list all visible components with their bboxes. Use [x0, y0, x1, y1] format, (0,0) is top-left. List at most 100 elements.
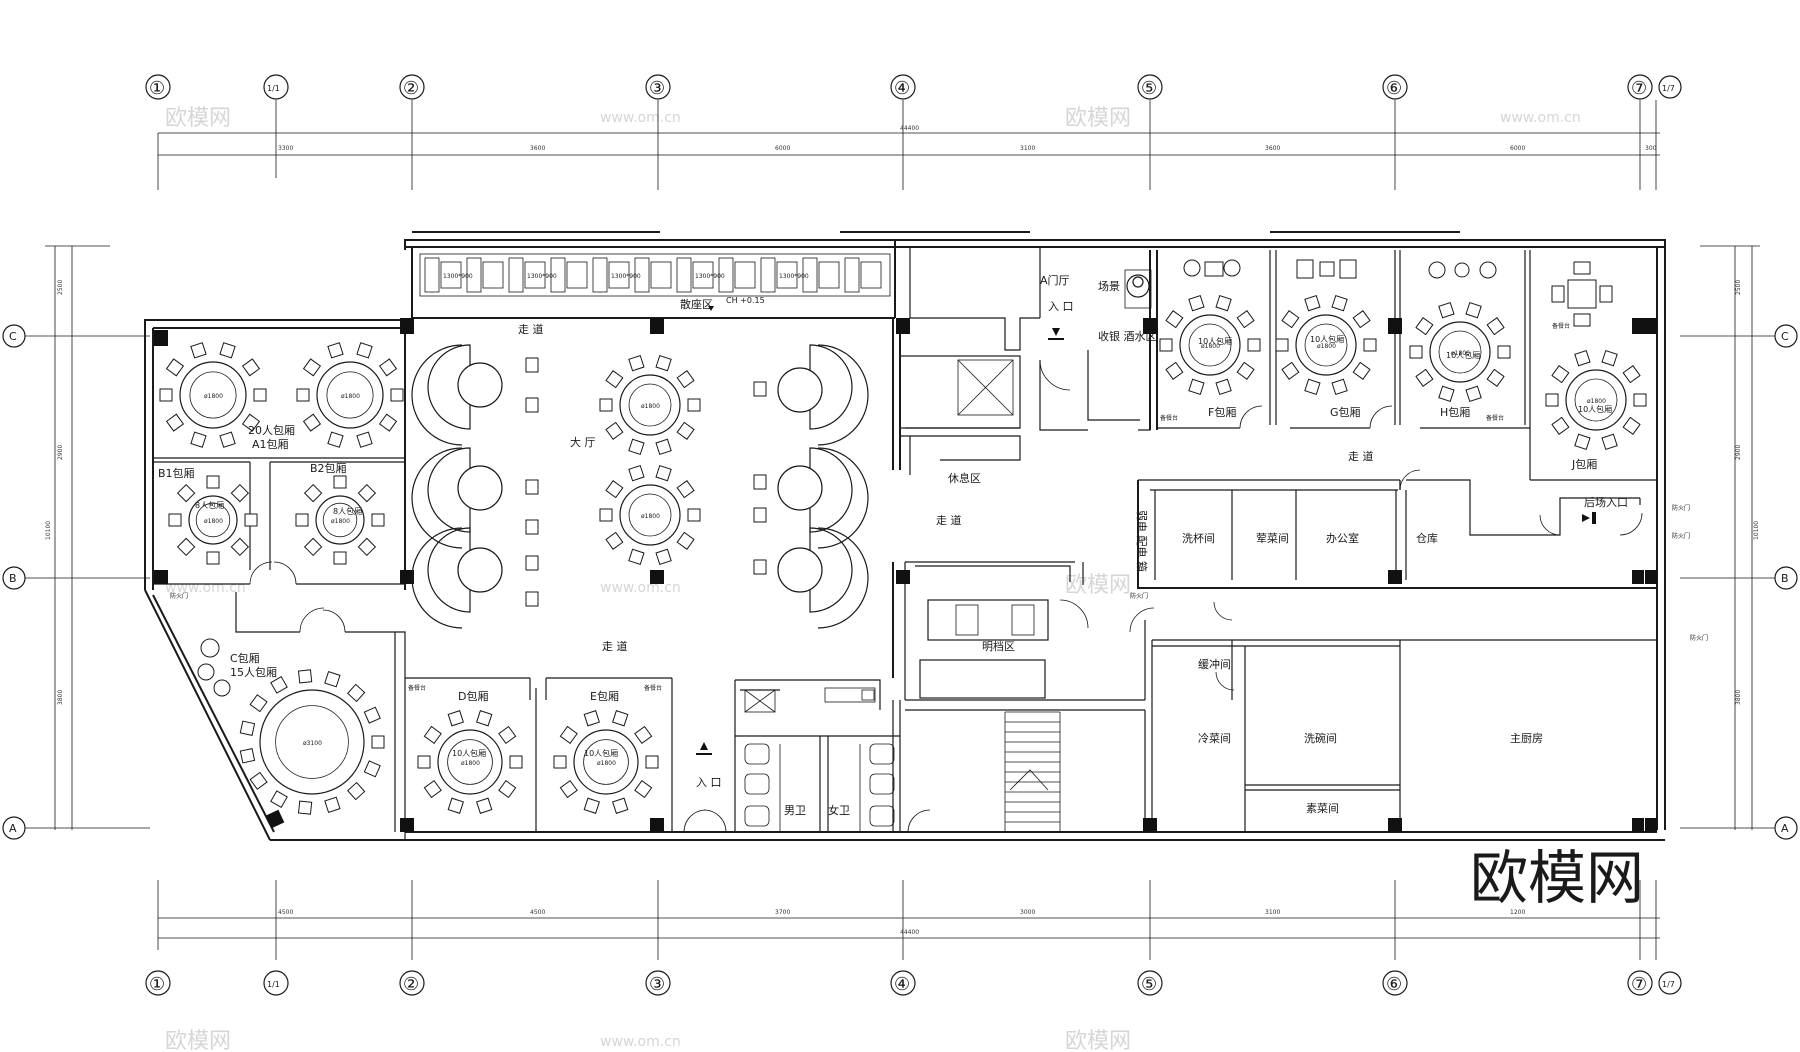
chair — [628, 464, 645, 482]
chair — [270, 790, 288, 809]
meat-room-label: 荤菜间 — [1256, 532, 1289, 545]
lazy-susan — [275, 705, 349, 779]
chair — [628, 438, 645, 456]
left-dimension-lines: 2500 2900 3800 10100 — [25, 245, 150, 830]
chair — [605, 531, 624, 550]
chair — [1165, 361, 1184, 380]
chair — [1409, 345, 1423, 359]
chair — [1363, 338, 1377, 352]
dim-bottom-span: 1200 — [1510, 909, 1525, 916]
store-label: 仓库 — [1416, 531, 1438, 545]
room-b2-capacity: 8人包厢 — [333, 506, 362, 516]
dim-bottom-total: 44400 — [900, 929, 919, 936]
chair — [676, 531, 695, 550]
lazy-susan — [583, 739, 629, 785]
chair — [476, 710, 493, 727]
dim-left-total: 10100 — [45, 521, 52, 540]
chair — [165, 413, 185, 432]
chair — [1574, 433, 1591, 451]
round-table: ø1800 — [599, 464, 701, 566]
chair — [655, 464, 672, 482]
buffer-room-label: 缓冲间 — [1198, 657, 1231, 671]
stair-direction — [1009, 769, 1049, 791]
dim-top-span: 300 — [1645, 145, 1657, 152]
chair — [655, 354, 672, 372]
round-table: ø1800 — [295, 475, 385, 565]
lobby-label: A门厅 — [1040, 273, 1070, 287]
scene-label: 场景 — [1098, 279, 1120, 293]
chair — [605, 421, 624, 440]
level-marker-icon — [708, 306, 714, 311]
chair — [296, 388, 310, 402]
chair — [687, 508, 701, 522]
booth-table — [566, 261, 588, 289]
booth-seat — [802, 257, 818, 293]
chair — [168, 513, 182, 527]
chair — [1465, 301, 1482, 319]
chair — [1486, 368, 1505, 387]
chair — [159, 388, 173, 402]
table-diameter: ø1800 — [641, 513, 660, 520]
room-g-label: G包厢 — [1330, 406, 1361, 419]
chair — [423, 779, 442, 799]
chair — [612, 797, 629, 814]
dim-top-total: 44400 — [900, 125, 919, 132]
chair — [583, 710, 600, 727]
dim-bottom-span: 4500 — [530, 909, 545, 916]
entrance-label: 入 口 — [696, 776, 722, 789]
chair — [333, 551, 347, 565]
grid-col-4: ④ — [894, 78, 910, 99]
watermark-url: www.om.cn — [600, 580, 681, 596]
fire-door-label: 防火门 — [1672, 532, 1690, 540]
grid-col-1-1: 1/1 — [267, 84, 280, 93]
right-grid-bubbles: C B A — [1774, 324, 1798, 840]
grid-col-7: ⑦ — [1631, 78, 1647, 99]
chair — [295, 513, 309, 527]
room-j-label: J包厢 — [1571, 458, 1597, 471]
chair — [244, 513, 258, 527]
grid-col-1-1: 1/1 — [267, 980, 280, 989]
right-dimension-lines: 2500 2900 3800 10100 — [1680, 245, 1785, 830]
chair — [1486, 317, 1505, 336]
rest-area-label: 休息区 — [948, 471, 981, 485]
chair — [363, 760, 381, 778]
chair — [1188, 378, 1205, 396]
grid-row-b: B — [1781, 572, 1789, 585]
chair — [363, 706, 381, 724]
chair — [1304, 294, 1321, 312]
corridor-label: 走 道 — [602, 639, 628, 653]
stair — [1004, 711, 1061, 832]
chair — [297, 669, 313, 684]
table-diameter: ø1800 — [1317, 343, 1336, 350]
brand-watermark: 欧模网 — [1470, 844, 1644, 912]
fire-door-label: 防火门 — [1690, 634, 1708, 642]
chair — [1574, 349, 1591, 367]
chair — [1415, 368, 1434, 387]
chair — [356, 431, 373, 448]
round-table: ø1800 — [296, 342, 404, 448]
lounge-furniture — [197, 259, 1613, 697]
dim-right-span: 2900 — [1735, 445, 1742, 460]
chair — [378, 358, 398, 377]
chair — [605, 480, 624, 499]
chair — [324, 671, 341, 688]
round-table: ø3100 — [239, 669, 385, 815]
chair — [371, 735, 385, 749]
doors — [249, 359, 1643, 833]
booth-table-size: 1300*900 — [695, 273, 725, 280]
round-table: ø1800 — [599, 354, 701, 456]
room-d-capacity: 10人包厢 — [452, 748, 486, 758]
chair — [297, 800, 313, 815]
chair — [253, 388, 267, 402]
chair — [239, 720, 256, 736]
watermark-brand: 欧模网 — [1065, 1029, 1131, 1052]
chair — [1236, 310, 1255, 329]
booth-seat — [760, 257, 776, 293]
booth-seat — [676, 257, 692, 293]
round-table: ø1800 — [1159, 294, 1261, 396]
chair — [1215, 294, 1232, 312]
top-grid-bubbles: ① 1/1 ② ③ ④ ⑤ ⑥ ⑦ 1/7 — [145, 74, 1682, 100]
room-e-label: E包厢 — [590, 690, 619, 703]
